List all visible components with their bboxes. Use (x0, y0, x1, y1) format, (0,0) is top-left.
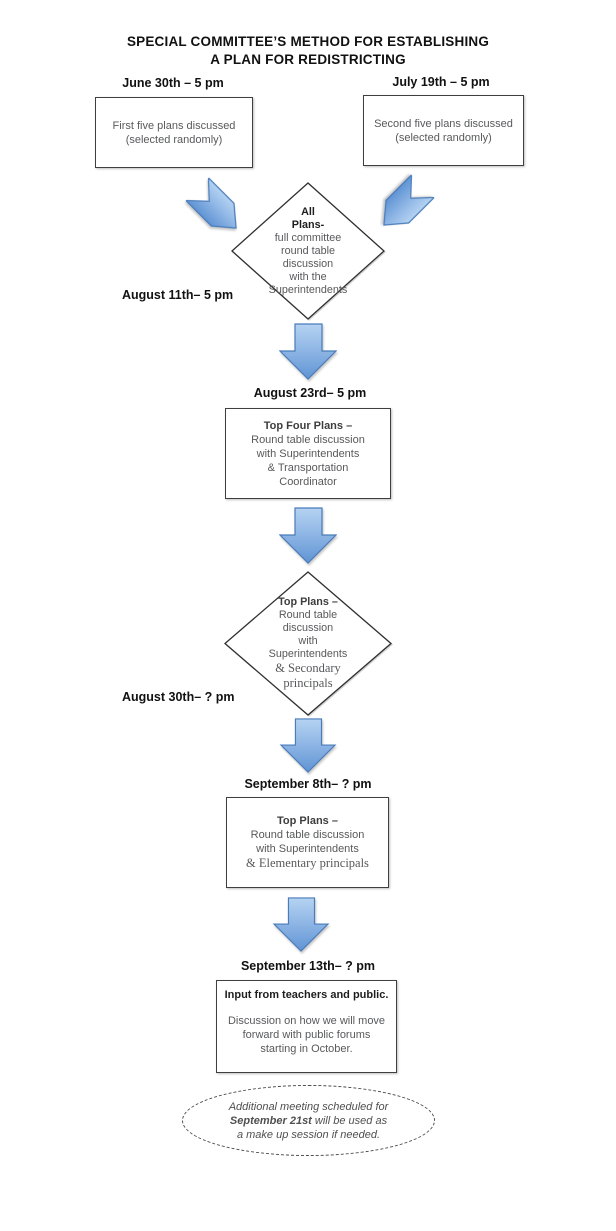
decision-text-line: with the (289, 270, 327, 283)
node-text-line: forward with public forums (242, 1029, 371, 1041)
decision-title-line: Plans- (291, 218, 325, 231)
node-top-plans-elementary: Top Plans – Round table discussion with … (226, 797, 389, 888)
node-second-five-plans: Second five plans discussed (selected ra… (363, 95, 524, 166)
decision-text-line: Superintendents (268, 648, 348, 660)
date-label-july-19: July 19th – 5 pm (392, 75, 490, 89)
note-ellipse: Additional meeting scheduled for Septemb… (182, 1085, 435, 1156)
node-text-line: Round table discussion (251, 433, 365, 446)
node-text-line: with Superintendents (256, 843, 359, 855)
page-title: SPECIAL COMMITTEE’S METHOD FOR ESTABLISH… (0, 33, 616, 69)
node-text-line: First five plans discussed (112, 119, 236, 132)
decision-text-line: with (298, 635, 318, 647)
node-text-line: (selected randomly) (125, 133, 223, 146)
decision-text-line: discussion (282, 622, 334, 634)
date-label-september-8: September 8th– ? pm (244, 777, 372, 791)
node-text-line: Second five plans discussed (374, 117, 513, 130)
node-text-line: with Superintendents (256, 447, 360, 460)
decision-text-line: round table (280, 244, 336, 257)
bent-arrow-down-left-icon (375, 174, 435, 226)
arrow-down-icon (272, 897, 330, 952)
decision-text: Top Plans – Round table discussion with … (224, 571, 392, 716)
date-label-september-13: September 13th– ? pm (240, 959, 376, 973)
note-text-line: September 21st will be used as (230, 1114, 387, 1128)
node-top-four-plans: Top Four Plans – Round table discussion … (225, 408, 391, 499)
decision-text-line: discussion (282, 257, 334, 270)
decision-text-line: Superintendents (268, 283, 348, 296)
decision-top-plans-secondary: Top Plans – Round table discussion with … (224, 571, 392, 716)
bent-arrow-down-right-icon (185, 177, 245, 229)
node-public-input: Input from teachers and public. Discussi… (216, 980, 397, 1073)
decision-text: All Plans- full committee round table di… (231, 182, 385, 320)
node-text-line: starting in October. (260, 1043, 353, 1055)
date-label-june-30: June 30th – 5 pm (122, 76, 224, 90)
node-text-line: Coordinator (279, 475, 337, 488)
page-title-line2: A PLAN FOR REDISTRICTING (210, 52, 406, 67)
decision-text-line: & Secondary (275, 661, 341, 675)
decision-text-line: principals (283, 676, 333, 690)
node-text-line: Discussion on how we will move (227, 1015, 386, 1027)
node-text-line: & Elementary principals (246, 856, 369, 870)
arrow-down-icon (279, 323, 337, 380)
note-text-bold: September 21st (229, 1114, 312, 1127)
node-text-line: (selected randomly) (395, 131, 492, 144)
date-label-august-23: August 23rd– 5 pm (253, 386, 367, 400)
decision-text-line: Round table (278, 609, 338, 621)
page-title-line1: SPECIAL COMMITTEE’S METHOD FOR ESTABLISH… (126, 34, 490, 49)
arrow-down-icon (279, 507, 337, 564)
arrow-down-icon (279, 718, 337, 773)
node-first-five-plans: First five plans discussed (selected ran… (95, 97, 253, 168)
date-label-august-30: August 30th– ? pm (122, 690, 235, 704)
decision-text-line: full committee (274, 231, 342, 244)
decision-all-plans: All Plans- full committee round table di… (231, 182, 385, 320)
decision-title-line: Top Plans – (278, 596, 338, 608)
decision-title-line: All (301, 205, 315, 218)
node-title-line: Top Four Plans – (263, 419, 353, 432)
diamond-shape (224, 571, 392, 716)
node-text-line: Round table discussion (250, 829, 365, 841)
node-text-line: & Transportation (267, 461, 349, 474)
note-text-rest: will be used as (311, 1114, 388, 1127)
node-title-line: Input from teachers and public. (224, 989, 389, 1001)
note-text-line: a make up session if needed. (236, 1128, 381, 1141)
diamond-shape (231, 182, 385, 320)
note-text-line: Additional meeting scheduled for (228, 1100, 389, 1113)
node-title-line: Top Plans – (277, 815, 338, 827)
date-label-august-11: August 11th– 5 pm (122, 288, 234, 302)
